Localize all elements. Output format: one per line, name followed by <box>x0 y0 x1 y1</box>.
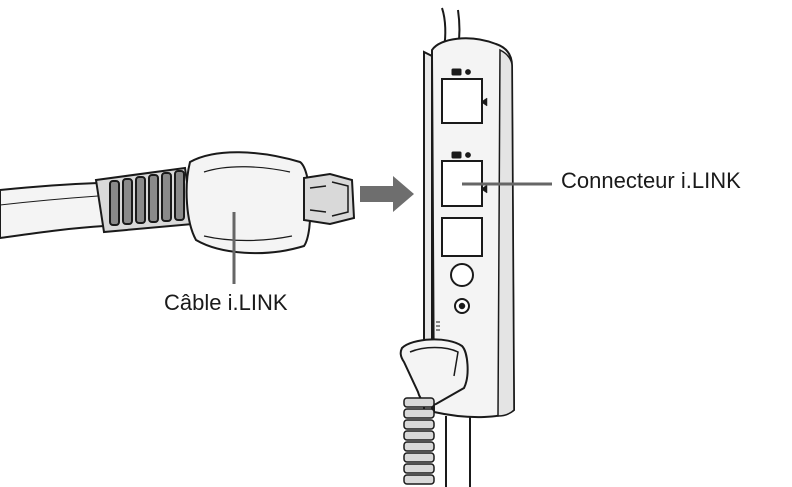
side-markings <box>436 321 440 331</box>
cable-plug-housing[interactable] <box>185 151 312 255</box>
plug-housing-contour <box>203 166 293 242</box>
ilink-port-2[interactable] <box>441 151 488 207</box>
cable-body <box>0 181 106 240</box>
ilink-port-icon <box>451 151 462 159</box>
cable-label: Câble i.LINK <box>164 290 288 315</box>
connector-label: Connecteur i.LINK <box>561 168 741 193</box>
ilink-cable <box>0 151 356 255</box>
power-cord-ribs <box>403 397 435 485</box>
device-panel <box>423 7 516 487</box>
cable-body-line <box>0 195 99 206</box>
plug-icon[interactable] <box>399 338 469 406</box>
port-3-socket[interactable] <box>441 217 483 257</box>
plug-head-edge <box>409 346 459 377</box>
plug-tip-detail <box>309 181 349 217</box>
power-plug <box>399 338 469 485</box>
port-1-socket <box>441 78 483 124</box>
ilink-port-1[interactable] <box>441 68 488 124</box>
device-bottom-cable <box>445 416 471 487</box>
port-1-indicator <box>480 97 488 107</box>
insertion-arrow <box>360 176 414 212</box>
round-button[interactable] <box>450 263 474 287</box>
cable-plug-tip <box>303 172 356 226</box>
strain-relief-ribs <box>109 170 185 226</box>
device-side-shade <box>497 48 515 417</box>
port-2-indicator <box>480 184 488 194</box>
ilink-port-icon <box>451 68 462 76</box>
